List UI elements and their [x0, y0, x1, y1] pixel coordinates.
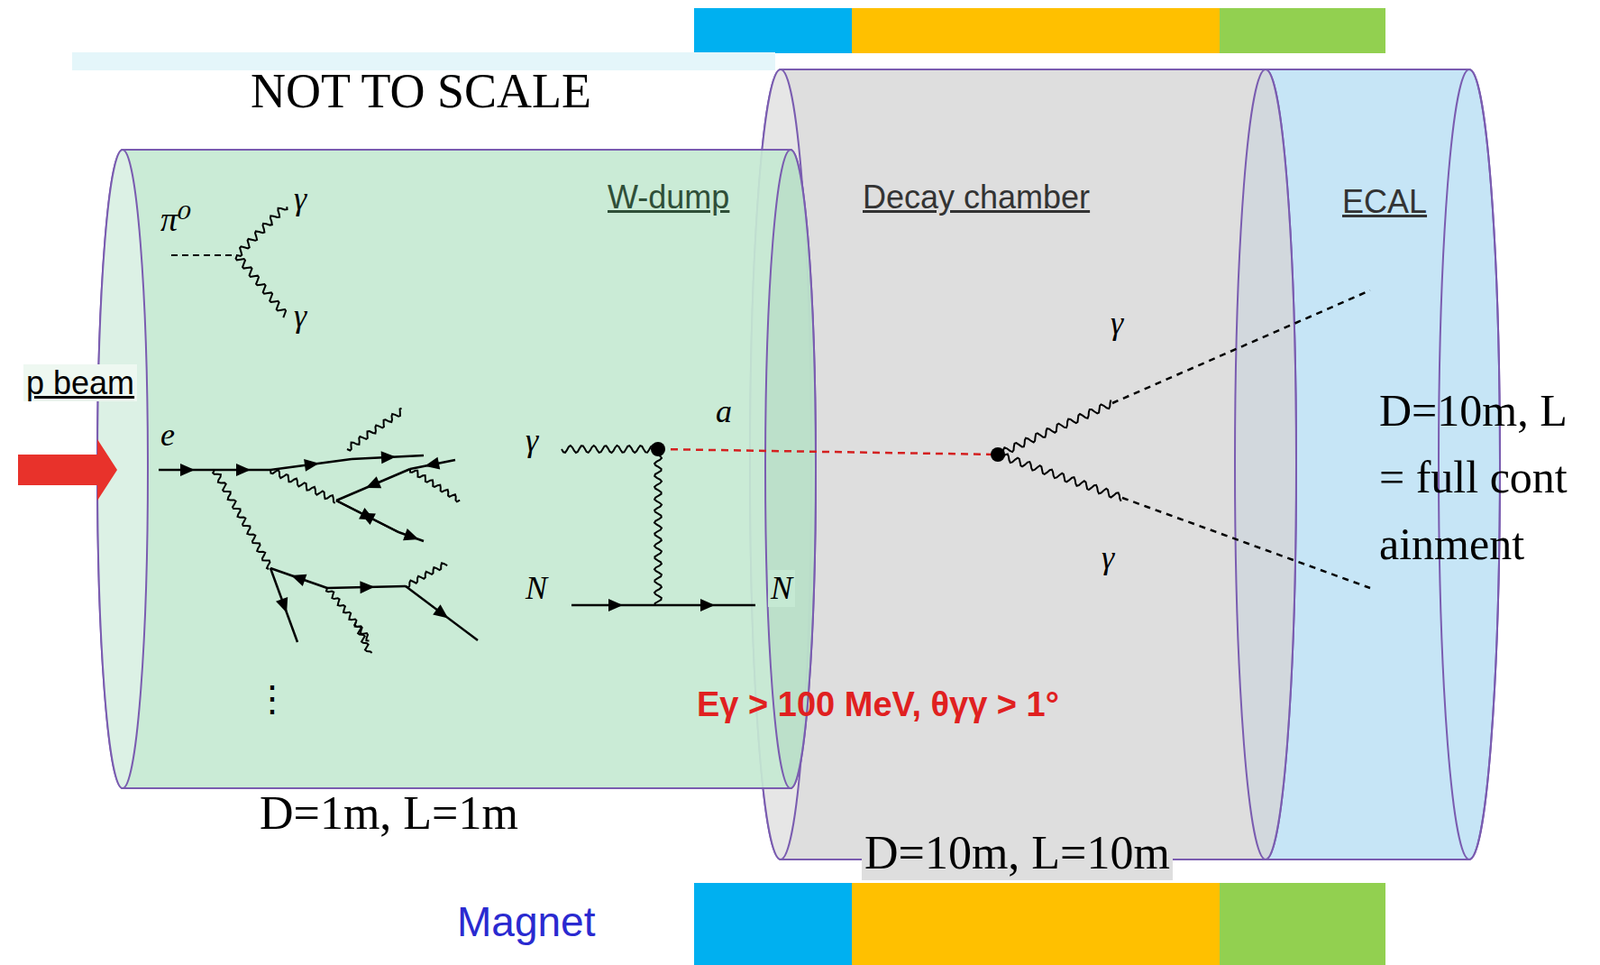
photon-track [1112, 290, 1371, 403]
fermion-arrow [381, 450, 397, 465]
magnet-bar [694, 882, 852, 965]
particle-label: e [160, 416, 175, 454]
fermion-line [336, 500, 399, 532]
beam-label: p beam [23, 364, 138, 402]
pion-line [171, 254, 238, 256]
axion-line [658, 448, 998, 455]
beam-arrow [18, 438, 118, 501]
photon-wavy-line [326, 587, 370, 640]
cylinder-end [1234, 69, 1297, 860]
photon-wavy-line [270, 469, 336, 503]
particle-label: N [525, 569, 548, 607]
magnet-bar [1219, 8, 1386, 54]
particle-label: γ [293, 180, 307, 218]
dimension-text: D=10m, L=10m [861, 825, 1173, 880]
particle-label: a [715, 393, 732, 430]
particle-label: γ [1110, 304, 1124, 342]
note-text: NOT TO SCALE [250, 63, 592, 119]
fermion-arrow [303, 457, 320, 472]
fermion-arrow [289, 568, 308, 586]
photon-wavy-line [405, 562, 448, 587]
fermion-arrow [700, 598, 715, 612]
feynman-diagrams [158, 206, 1371, 653]
magnet-bar [851, 8, 1220, 54]
photon-wavy-line [561, 445, 659, 453]
fermion-arrow [608, 598, 623, 612]
photon-wavy-line [212, 469, 270, 569]
photon-wavy-line [347, 408, 403, 451]
fermion-line [336, 500, 399, 532]
particle-label: γ [293, 297, 307, 335]
fermion-line [270, 567, 328, 588]
magnet-bar [694, 8, 852, 54]
photon-wavy-line [410, 468, 460, 502]
ecal-label: ECAL [1342, 182, 1427, 220]
cut-condition: Eγ > 100 MeV, θγγ > 1° [696, 685, 1060, 725]
detector-part: Decay chamber [749, 69, 1297, 860]
fermion-arrow [275, 596, 293, 615]
fermion-arrow [432, 603, 452, 623]
photon-wavy-line [236, 255, 287, 318]
fermion-arrow [423, 457, 440, 473]
fermion-line [270, 567, 298, 642]
w-dump-label: W-dump [607, 178, 730, 216]
fermion-arrow [236, 463, 251, 476]
fermion-arrow [180, 463, 195, 476]
decay-chamber-label: Decay chamber [862, 178, 1090, 216]
continuation-dots: ⋮ [254, 677, 291, 720]
dimension-text: D=10m, L = full containment [1379, 376, 1573, 577]
fermion-line [405, 585, 478, 640]
photon-wavy-line [997, 400, 1111, 458]
decay-chamber-cylinder [749, 69, 1297, 860]
particle-label: π⁰ [160, 200, 192, 240]
photon-wavy-line [997, 454, 1122, 502]
magnet-label: Magnet [457, 897, 595, 946]
particle-label: γ [1101, 539, 1115, 576]
photon-track [1122, 497, 1371, 588]
photon-wavy-line [237, 206, 288, 256]
photon-wavy-line [654, 448, 662, 605]
dimension-text: D=1m, L=1m [259, 786, 519, 841]
magnet-bar [851, 882, 1220, 965]
fermion-arrow [359, 580, 375, 594]
magnet-bar [1219, 882, 1386, 965]
particle-label: N [768, 569, 796, 607]
fermion-arrow [402, 528, 421, 546]
particle-label: γ [525, 421, 539, 459]
photon-wavy-line [354, 621, 372, 653]
fermion-arrow [363, 475, 382, 494]
fermion-line [336, 468, 411, 501]
fermion-arrow [356, 506, 376, 525]
